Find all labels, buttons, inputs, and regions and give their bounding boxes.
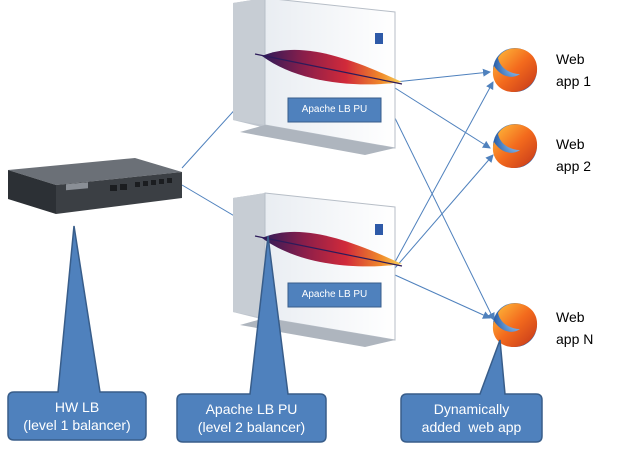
web-app-2-line2: app 2: [556, 158, 592, 174]
hw-lb-callout-line1: HW LB: [54, 399, 100, 415]
apache-feather-icon: [254, 231, 403, 267]
connector-s1-to-appN: [391, 111, 495, 321]
apache-lb-pu-callout-shape: [176, 235, 327, 443]
firefox-browser-icon: [492, 48, 538, 93]
apache-feather-icon: [254, 49, 403, 85]
web-app-2-line1: Web: [556, 136, 585, 152]
dynamic-app-callout-shape: [400, 339, 543, 443]
apache-lb-pu-callout: Apache LB PU (level 2 balancer): [177, 400, 326, 436]
web-app-n-label: Web app N: [556, 306, 593, 350]
connector-s2-to-appN: [394, 274, 491, 319]
connector-s2-to-app1: [394, 81, 494, 263]
web-app-2-label: Web app 2: [556, 133, 591, 177]
web-app-1-line2: app 1: [556, 73, 592, 89]
server-1-label: Apache LB PU: [301, 104, 368, 115]
connector-lines: [181, 61, 495, 321]
apache-callout-line1: Apache LB PU: [205, 401, 298, 417]
web-app-1-label: Web app 1: [556, 48, 591, 92]
firefox-browser-icon: [492, 303, 538, 348]
web-app-1-line1: Web: [556, 51, 585, 67]
firefox-browser-icon: [492, 124, 538, 169]
dynamic-callout-line1: Dynamically: [433, 401, 510, 417]
connector-s2-to-app2: [394, 154, 494, 269]
network-appliance-icon: [8, 158, 182, 214]
apache-lb-pu-label-box: [287, 282, 382, 308]
hw-lb-callout: HW LB (level 1 balancer): [8, 398, 146, 434]
server-2-label: Apache LB PU: [301, 289, 368, 300]
web-app-n-line1: Web: [556, 309, 585, 325]
apache-callout-line2: (level 2 balancer): [197, 419, 306, 435]
dynamic-callout-line2: added web app: [421, 419, 522, 435]
dynamic-app-callout: Dynamically added web app: [401, 400, 542, 436]
connector-s1-to-app1: [394, 68, 491, 83]
hw-lb-callout-line2: (level 1 balancer): [23, 417, 131, 433]
connector-s1-to-app2: [394, 87, 491, 149]
hw-lb-callout-shape: [7, 225, 147, 441]
apache-lb-pu-label-box: [287, 97, 382, 123]
web-app-n-line2: app N: [556, 331, 594, 347]
